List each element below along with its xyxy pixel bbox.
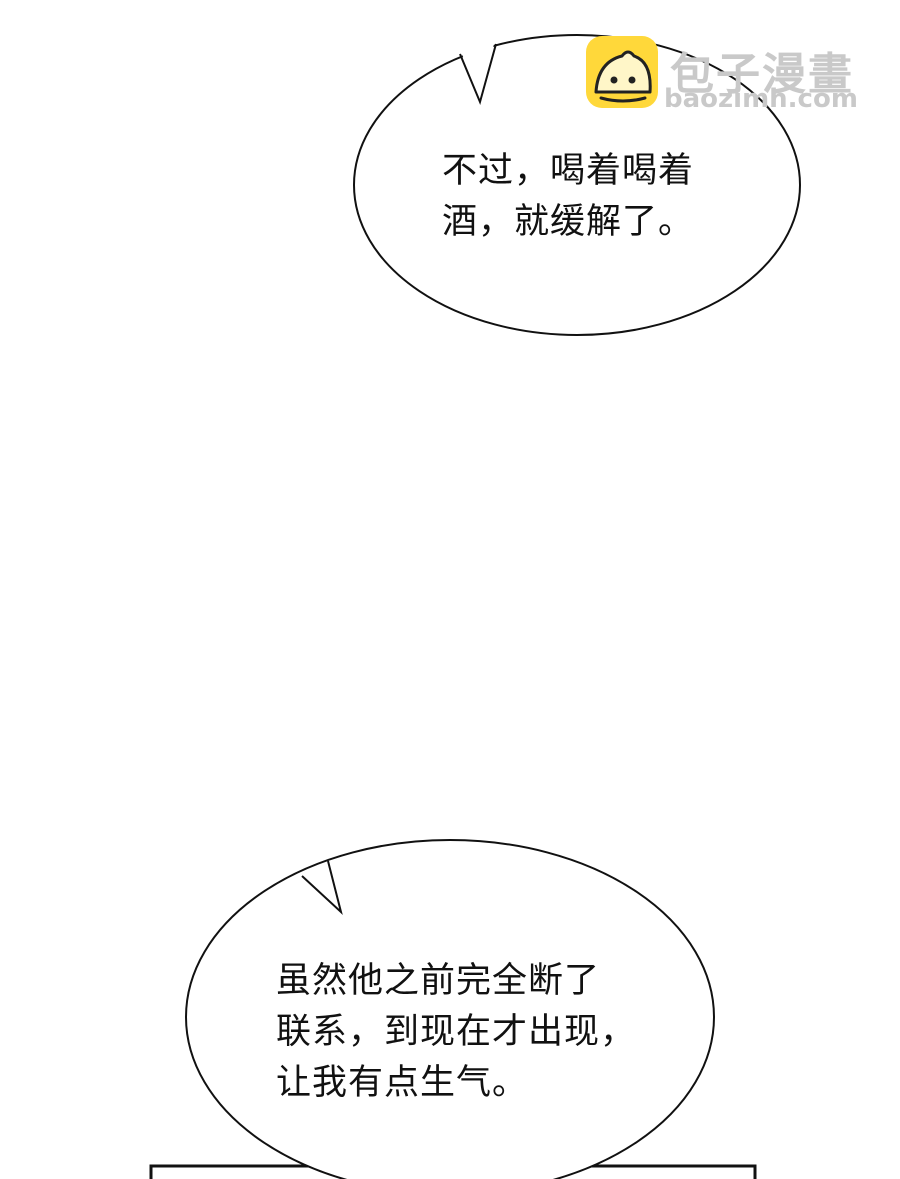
speech-line: 虽然他之前完全断了 — [276, 961, 601, 1001]
watermark-logo-icon — [586, 36, 658, 108]
watermark-url: baozimh.com — [664, 84, 858, 114]
speech-bubble-2 — [185, 839, 715, 1179]
speech-text-1: 不过，喝着喝着 酒，就缓解了。 — [442, 146, 694, 248]
speech-line: 酒，就缓解了。 — [442, 202, 695, 242]
speech-line: 让我有点生气。 — [276, 1063, 529, 1103]
speech-bubble-1 — [353, 34, 801, 336]
speech-line: 联系，到现在才出现， — [276, 1012, 637, 1052]
watermark-name: 包子漫畫 — [670, 49, 854, 100]
speech-line: 不过，喝着喝着 — [442, 151, 695, 191]
speech-text-2: 虽然他之前完全断了 联系，到现在才出现， 让我有点生气。 — [276, 956, 636, 1109]
